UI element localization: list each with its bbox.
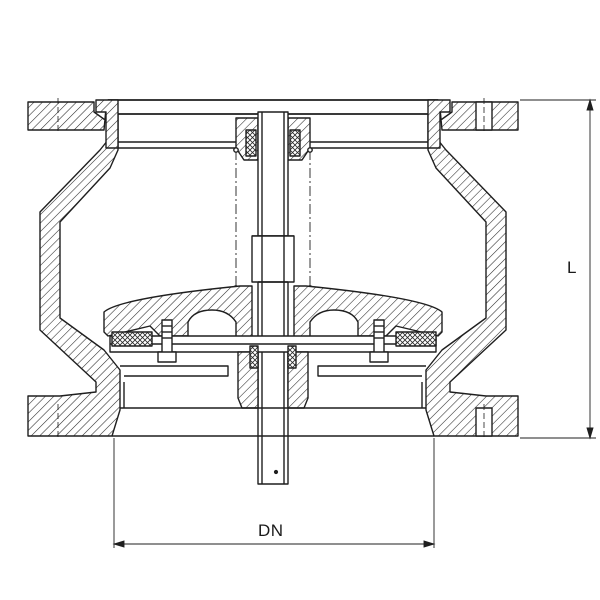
guide-rib-right <box>317 365 426 377</box>
top-seat-ring-left <box>95 99 119 149</box>
valve-stem <box>257 111 289 485</box>
valve-disc-left <box>103 285 253 341</box>
valve-body-right-section <box>425 101 519 437</box>
dimension-label-l: L <box>567 258 577 277</box>
valve-disc-right <box>293 285 443 341</box>
valve-body-left-section <box>27 101 121 437</box>
upper-packing-left <box>245 129 257 157</box>
stem-end-mark <box>273 469 279 475</box>
disc-seal-right <box>395 331 437 347</box>
upper-packing-right <box>289 129 301 157</box>
disc-seal-left <box>111 331 153 347</box>
stem-spring-sleeve <box>251 235 295 283</box>
top-seat-ring-right <box>427 99 451 149</box>
guide-rib-left <box>120 365 229 377</box>
disc-bolt-left <box>157 319 177 363</box>
disc-bolt-right <box>369 319 389 363</box>
dimension-label-dn: DN <box>258 521 284 540</box>
